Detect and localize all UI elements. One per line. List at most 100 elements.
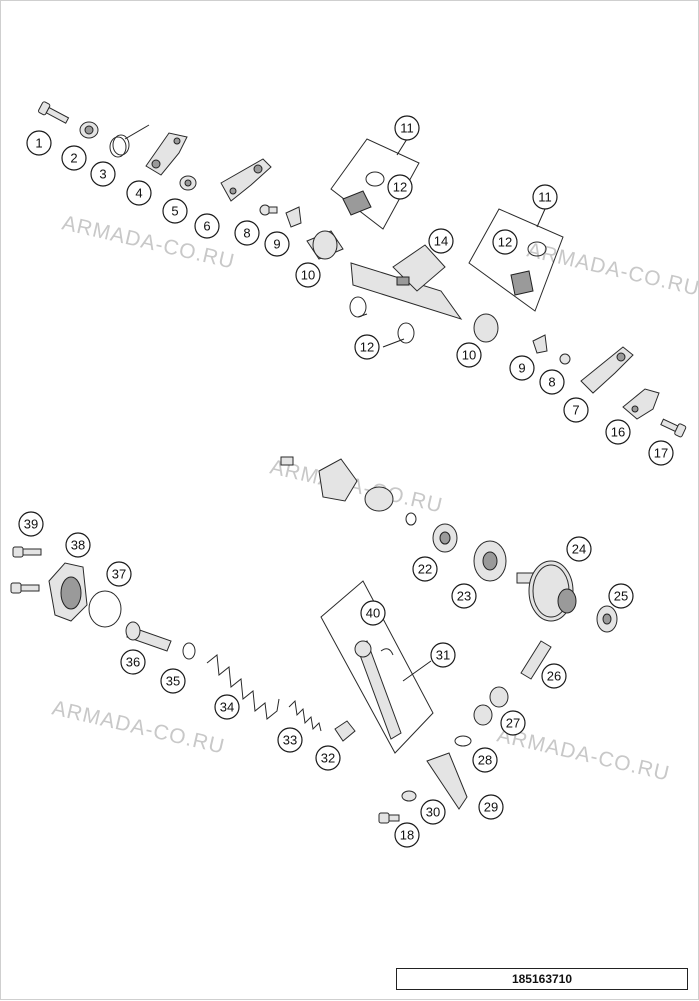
- svg-text:22: 22: [418, 562, 432, 577]
- part-valve-shaft: [350, 244, 463, 320]
- svg-text:27: 27: [506, 716, 520, 731]
- callout-10: 10: [295, 262, 321, 288]
- callout-27: 27: [500, 710, 526, 736]
- callout-8b: 8: [539, 369, 565, 395]
- watermark: ARMADA-CO.RU: [495, 723, 672, 785]
- part-orings: [349, 296, 415, 344]
- svg-text:37: 37: [112, 567, 126, 582]
- svg-text:25: 25: [614, 589, 628, 604]
- svg-text:26: 26: [547, 669, 561, 684]
- callout-3: 3: [90, 161, 116, 187]
- part-cover-38: [48, 562, 88, 622]
- part-box-11b: [468, 208, 564, 312]
- callout-31: 31: [430, 642, 456, 668]
- svg-text:16: 16: [611, 425, 625, 440]
- callout-14: 14: [428, 228, 454, 254]
- svg-text:11: 11: [400, 121, 414, 136]
- upper-assembly: [38, 101, 687, 438]
- svg-text:36: 36: [126, 655, 140, 670]
- callouts: 1 2 3 4 5 6 8 9 10 11 12 14 11 12 12 10 …: [18, 115, 674, 848]
- svg-text:12: 12: [498, 235, 512, 250]
- part-bolt: [38, 101, 70, 124]
- part-bushings-27: [473, 686, 509, 726]
- svg-text:6: 6: [203, 219, 210, 234]
- svg-text:17: 17: [654, 446, 668, 461]
- svg-text:8: 8: [243, 226, 250, 241]
- svg-text:2: 2: [70, 151, 77, 166]
- svg-text:39: 39: [24, 517, 38, 532]
- callout-2: 2: [61, 145, 87, 171]
- svg-text:1: 1: [35, 136, 42, 151]
- callout-16: 16: [605, 419, 631, 445]
- svg-text:35: 35: [166, 674, 180, 689]
- svg-text:29: 29: [484, 800, 498, 815]
- callout-30: 30: [420, 799, 446, 825]
- svg-text:4: 4: [135, 186, 142, 201]
- svg-text:33: 33: [283, 733, 297, 748]
- svg-text:12: 12: [360, 340, 374, 355]
- callout-12b: 12: [492, 229, 518, 255]
- callout-8: 8: [234, 220, 260, 246]
- svg-text:31: 31: [436, 648, 450, 663]
- callout-11: 11: [394, 115, 420, 141]
- svg-text:11: 11: [538, 190, 552, 205]
- svg-text:23: 23: [457, 589, 471, 604]
- part-governor: [280, 456, 417, 526]
- drawing-number: 185163710: [396, 968, 688, 990]
- callout-24: 24: [566, 536, 592, 562]
- svg-text:30: 30: [426, 805, 440, 820]
- callout-36: 36: [120, 649, 146, 675]
- callout-22: 22: [412, 556, 438, 582]
- svg-text:5: 5: [171, 204, 178, 219]
- part-clip-right: [532, 334, 548, 354]
- part-sleeve-right: [473, 313, 499, 343]
- part-bolt-18: [378, 812, 400, 824]
- callout-29: 29: [478, 794, 504, 820]
- part-bearing-small: [432, 523, 458, 553]
- callout-35: 35: [160, 668, 186, 694]
- part-spring-34: [206, 654, 280, 720]
- part-spring-33: [288, 699, 322, 732]
- part-bearing-25: [596, 605, 618, 633]
- svg-text:38: 38: [71, 538, 85, 553]
- svg-text:10: 10: [462, 348, 476, 363]
- callout-26: 26: [541, 663, 567, 689]
- callout-9: 9: [264, 231, 290, 257]
- part-gear: [516, 560, 577, 622]
- watermark: ARMADA-CO.RU: [50, 696, 227, 758]
- callout-9b: 9: [509, 355, 535, 381]
- svg-text:12: 12: [393, 180, 407, 195]
- part-bearing-large: [473, 540, 507, 582]
- callout-32: 32: [315, 745, 341, 771]
- callout-34: 34: [214, 694, 240, 720]
- svg-text:7: 7: [572, 403, 579, 418]
- callout-10b: 10: [456, 342, 482, 368]
- part-cap-32: [334, 720, 356, 742]
- callout-25: 25: [608, 583, 634, 609]
- part-screw: [259, 204, 278, 216]
- svg-text:28: 28: [478, 753, 492, 768]
- part-shaft-36: [125, 621, 172, 652]
- part-lever-right: [580, 346, 634, 394]
- callout-6: 6: [194, 213, 220, 239]
- svg-text:40: 40: [366, 606, 380, 621]
- part-lever: [220, 158, 272, 202]
- part-bolt-right: [660, 418, 687, 438]
- part-box-11: [330, 138, 420, 230]
- callout-28: 28: [472, 747, 498, 773]
- part-bushing: [79, 121, 99, 139]
- svg-text:34: 34: [220, 700, 234, 715]
- part-box-31: [320, 580, 434, 754]
- svg-text:18: 18: [400, 828, 414, 843]
- part-plate-right: [622, 388, 660, 420]
- callout-33: 33: [277, 727, 303, 753]
- callout-4: 4: [126, 180, 152, 206]
- svg-text:14: 14: [434, 234, 448, 249]
- svg-text:32: 32: [321, 751, 335, 766]
- leader-lines: [357, 313, 405, 348]
- callout-7: 7: [563, 397, 589, 423]
- part-clip: [285, 206, 302, 228]
- svg-text:3: 3: [99, 167, 106, 182]
